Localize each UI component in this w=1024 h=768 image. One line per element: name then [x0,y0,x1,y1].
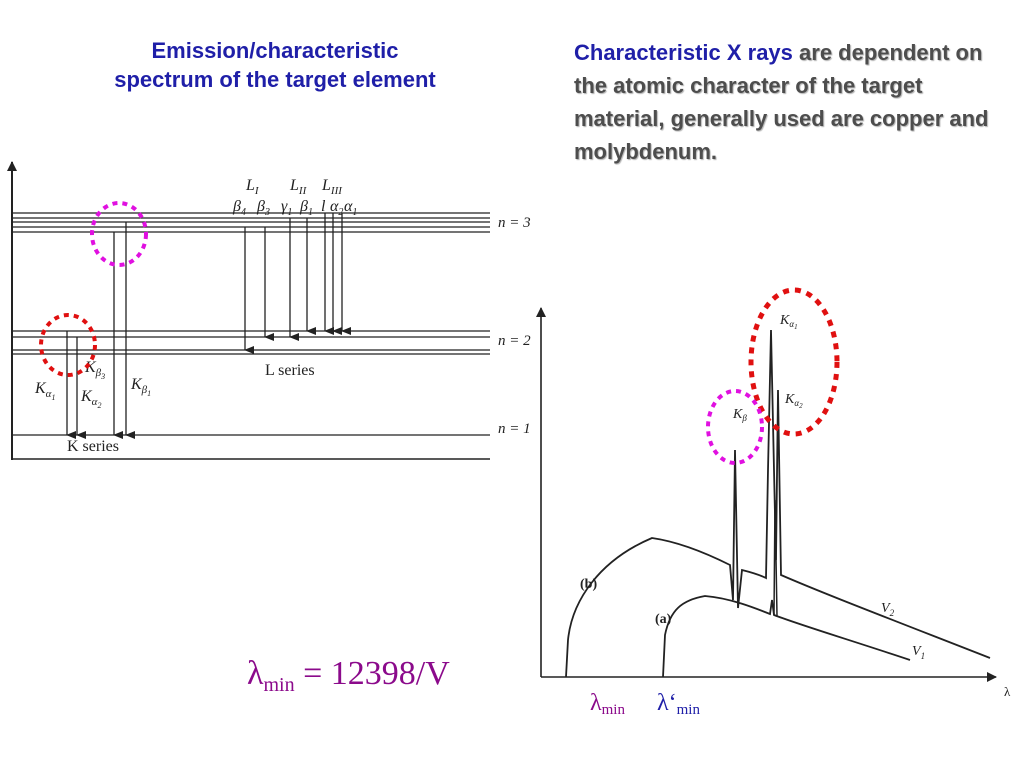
n-labels: n = 3 n = 2 n = 1 [498,215,531,437]
l-series-arrows [244,213,351,354]
v1-label: V1 [912,644,925,661]
level-n2 [12,330,490,355]
diagram-title: Emission/characteristic spectrum of the … [50,36,500,94]
lambda-min-formula: λmin = 12398/V [247,655,450,696]
l-labels: LI LII LIII β4 β3 γ1 β1 l α2 α1 [232,177,357,218]
l-series-label: L series [265,362,315,379]
spectrum-labels: (b) (a) V2 V1 Kα1 Kα2 Kβ λ [580,313,1011,699]
n1-label: n = 1 [498,421,531,437]
lambda-min-prime-label: λ‘min [657,690,700,718]
label-l1: LI [245,177,260,197]
n3-label: n = 3 [498,215,531,231]
wavelength-axis-label: λ [1004,684,1011,699]
peak-k-beta: Kβ [732,407,747,423]
highlight-term: Characteristic X rays [574,40,793,65]
peak-k-alpha1: Kα1 [779,313,798,331]
title-line-1: Emission/characteristic [151,38,399,63]
energy-level-diagram [7,161,490,460]
label-beta1: β1 [299,198,313,218]
highlight-circle-kbeta-peak [706,389,764,465]
label-l2: LII [289,177,308,197]
label-beta3: β3 [256,198,270,218]
k-series-label: K series [67,438,119,455]
description-rest: are dependent on the atomic character of… [574,40,989,164]
curve-b-label: (b) [580,577,597,592]
label-k-beta3: Kβ3 [84,359,105,381]
lambda-min-label: λmin [590,690,625,718]
curve-b [565,329,991,678]
label-alpha1: α1 [344,198,357,218]
spectrum-plot [536,307,997,682]
label-l3: LIII [321,177,343,197]
label-k-alpha2: Kα2 [80,388,101,410]
v2-label: V2 [881,601,895,618]
n2-label: n = 2 [498,333,531,349]
highlight-circle-kbeta [90,201,148,267]
curve-a [662,595,911,678]
title-line-2: spectrum of the target element [114,67,436,92]
label-alpha2: α2 [330,198,343,218]
label-k-alpha1: Kα1 [34,380,55,402]
highlight-circle-kalpha [39,313,97,377]
curve-a-label: (a) [655,612,672,627]
label-k-beta1: Kβ1 [130,376,151,398]
label-beta4: β4 [232,198,246,218]
description-text: Characteristic X rays are dependent on t… [574,36,994,168]
highlight-circle-kalpha-peaks [748,287,840,437]
peak-k-alpha2: Kα2 [784,392,803,410]
label-l: l [321,198,326,215]
curve-a-peak [773,499,778,617]
level-n3 [12,212,490,233]
label-gamma: γ1 [281,198,292,218]
